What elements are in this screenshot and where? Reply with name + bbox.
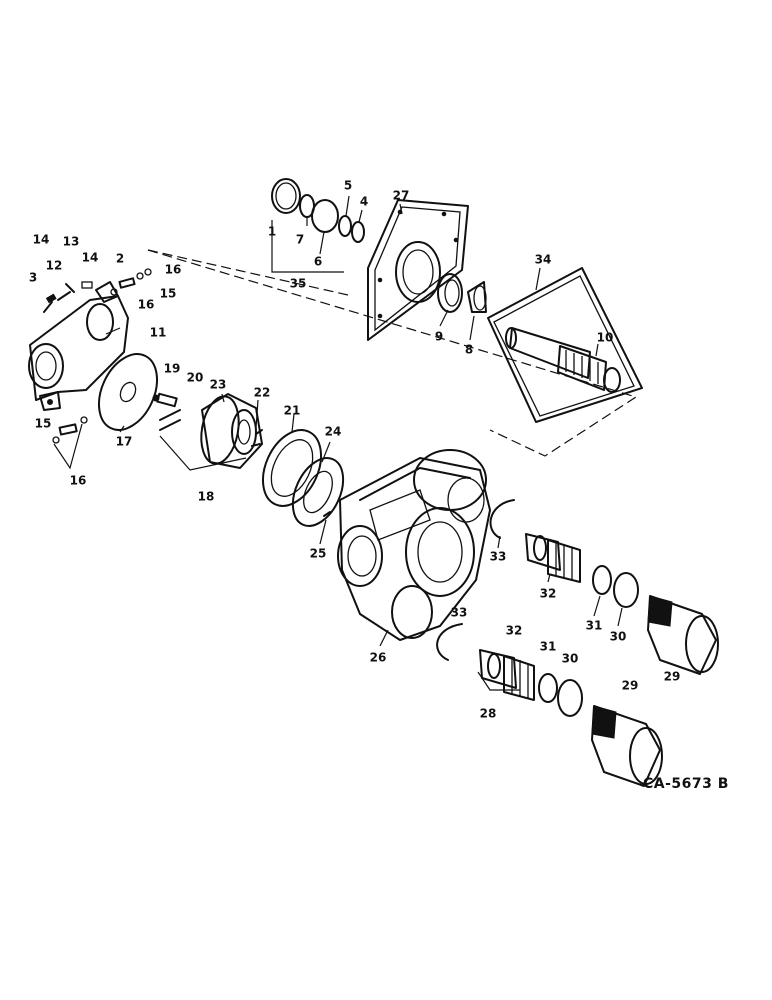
seal-kit-group (271, 178, 365, 273)
callout-5: 5 (344, 179, 352, 193)
cover-plate-27 (367, 199, 469, 341)
callout-15a: 15 (160, 287, 177, 301)
callout-12: 12 (46, 259, 63, 273)
callout-26: 26 (370, 651, 387, 665)
snap-ring-33a (489, 499, 515, 539)
pump-body-23 (200, 393, 263, 469)
callout-30b: 30 (562, 652, 579, 666)
callout-14b: 14 (82, 251, 99, 265)
callout-33b: 33 (451, 606, 468, 620)
callout-27: 27 (393, 189, 410, 203)
pins-lower-15-16 (52, 416, 88, 470)
callout-9: 9 (435, 330, 443, 344)
callout-19: 19 (164, 362, 181, 376)
callout-33a: 33 (490, 550, 507, 564)
callout-32b: 32 (506, 624, 523, 638)
gasket-34 (487, 267, 643, 423)
callout-24: 24 (325, 425, 342, 439)
bearing-cone-8 (467, 281, 487, 313)
o-ring-6 (311, 199, 339, 233)
callout-2: 2 (116, 252, 124, 266)
callout-20: 20 (187, 371, 204, 385)
plug-29b (591, 705, 663, 787)
bearing-cup-9 (437, 273, 463, 313)
callout-11: 11 (150, 326, 167, 340)
pin-25 (323, 511, 331, 517)
callout-6: 6 (314, 255, 322, 269)
callout-16a: 16 (165, 263, 182, 277)
callout-16c: 16 (70, 474, 87, 488)
callout-31b: 31 (540, 640, 557, 654)
main-housing-26 (337, 449, 491, 641)
callout-29a: 29 (664, 670, 681, 684)
o-ring-4 (351, 221, 365, 243)
callout-3: 3 (29, 271, 37, 285)
callout-29b: 29 (622, 679, 639, 693)
callout-1: 1 (268, 225, 276, 239)
callout-4: 4 (360, 195, 368, 209)
thrust-washer-17 (97, 353, 159, 431)
callout-16b: 16 (138, 298, 155, 312)
spool-32b (479, 649, 535, 701)
valve-group-lower (436, 623, 663, 787)
pins-20 (159, 409, 181, 431)
o-ring-31b (538, 673, 558, 703)
pump-group-18 (152, 392, 345, 527)
o-ring-31a (592, 565, 612, 595)
callout-22: 22 (254, 386, 271, 400)
callout-23: 23 (210, 378, 227, 392)
output-shaft-10 (505, 327, 621, 393)
drawing-code: CA-5673 B (643, 776, 729, 792)
o-ring-5 (338, 215, 352, 237)
callout-35: 35 (290, 277, 307, 291)
callout-34: 34 (535, 253, 552, 267)
plug-29a (647, 595, 719, 675)
pin-22a (255, 429, 263, 435)
callout-31a: 31 (586, 619, 603, 633)
snap-ring-1 (271, 178, 301, 214)
leader-lines (105, 195, 623, 647)
callout-8: 8 (465, 343, 473, 357)
callout-17: 17 (116, 435, 133, 449)
valve-group-upper (489, 499, 719, 675)
callout-13: 13 (63, 235, 80, 249)
snap-ring-33b (436, 623, 463, 661)
callout-25: 25 (310, 547, 327, 561)
plate-24 (291, 457, 345, 527)
o-ring-30a (613, 572, 639, 608)
callout-14a: 14 (33, 233, 50, 247)
callout-21: 21 (284, 404, 301, 418)
callout-labels: 1 7 6 5 4 35 27 9 8 34 10 14 13 14 2 12 … (29, 179, 681, 721)
pin-22b (251, 443, 261, 447)
callout-28: 28 (480, 707, 497, 721)
o-ring-30b (557, 679, 583, 717)
callout-15b: 15 (35, 417, 52, 431)
callout-18: 18 (198, 490, 215, 504)
housing-11 (28, 281, 129, 411)
callout-32a: 32 (540, 587, 557, 601)
screw-19 (152, 392, 178, 408)
pins-and-bolts-upper (43, 268, 152, 313)
callout-30a: 30 (610, 630, 627, 644)
pressure-plate-21 (261, 429, 323, 507)
callout-7: 7 (296, 233, 304, 247)
spool-32a (525, 533, 581, 583)
callout-10: 10 (597, 331, 614, 345)
assembly-centerlines (147, 249, 638, 457)
